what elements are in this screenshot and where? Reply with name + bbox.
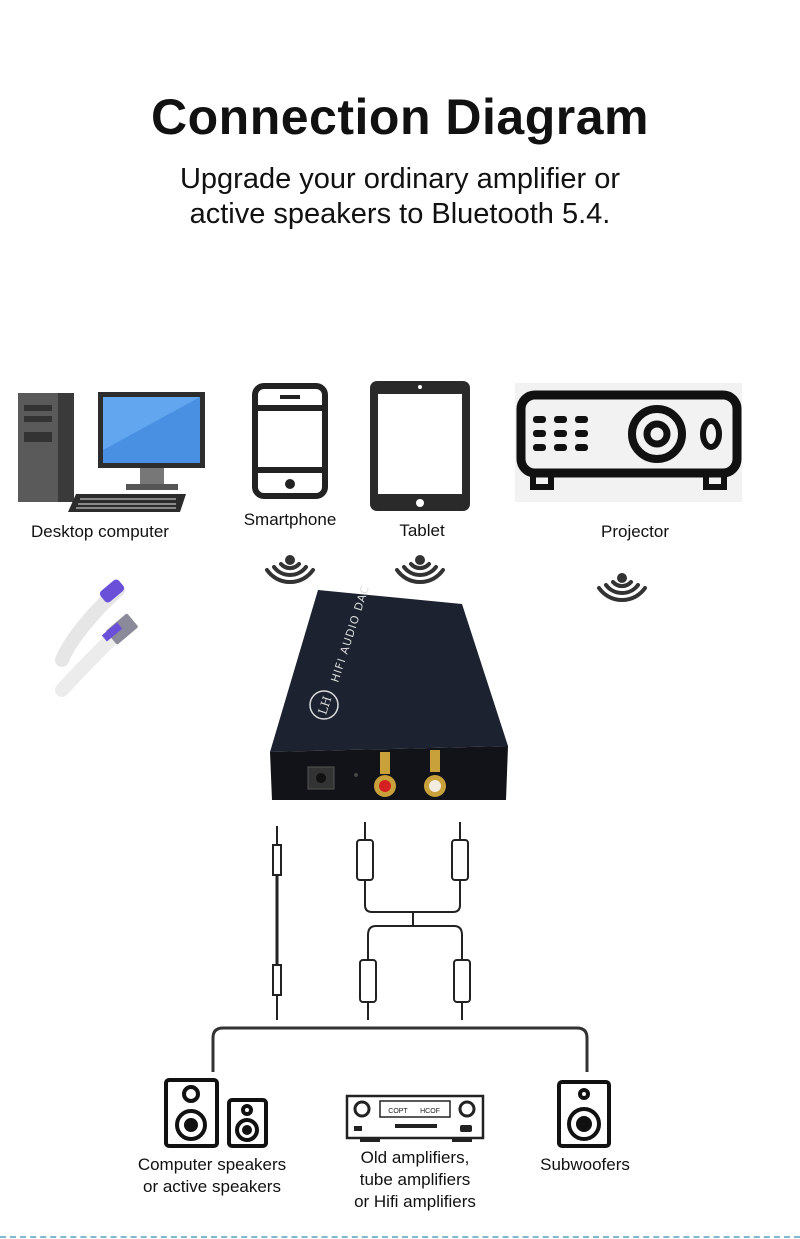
page-title: Connection Diagram (151, 89, 649, 145)
projector-icon (515, 383, 742, 502)
label-subwoofers: Subwoofers (540, 1155, 630, 1174)
label-amplifiers: Old amplifiers, tube amplifiers or Hifi … (315, 1147, 515, 1213)
subtitle-line-1: Upgrade your ordinary amplifier or (179, 163, 621, 195)
usb-cable-icon (55, 579, 138, 697)
subwoofer-icon (557, 1080, 611, 1148)
label-line: tube amplifiers (359, 1170, 471, 1189)
bottom-divider (0, 1236, 800, 1238)
aux-cable-icon (272, 826, 282, 1020)
dac-brand-logo: LH (315, 694, 334, 716)
label-tablet: Tablet (399, 521, 445, 540)
label-projector: Projector (600, 522, 670, 541)
wireless-signal-icon (597, 573, 647, 602)
label-line: Old amplifiers, (360, 1148, 470, 1167)
wireless-signal-icon (265, 555, 315, 584)
dac-device: LH HIFI AUDIO DAC (270, 584, 508, 800)
wireless-signal-icon (395, 555, 445, 584)
desktop-computer-icon (18, 392, 205, 512)
tablet-icon (370, 381, 470, 511)
amplifier-display-right: HCOF (420, 1108, 440, 1115)
label-line: Computer speakers (137, 1155, 287, 1174)
label-computer-speakers: Computer speakers or active speakers (112, 1154, 312, 1198)
label-smartphone: Smartphone (243, 510, 337, 529)
label-desktop-computer: Desktop computer (31, 522, 169, 541)
rca-cable-icon (356, 822, 471, 1020)
output-bracket (211, 1026, 589, 1072)
amplifier-display-left: COPT (388, 1108, 408, 1115)
label-line: or active speakers (143, 1177, 281, 1196)
amplifier-icon: COPT HCOF (345, 1094, 485, 1142)
subtitle-line-2: active speakers to Bluetooth 5.4. (189, 198, 611, 230)
label-line: or Hifi amplifiers (354, 1192, 476, 1211)
speaker-icon (164, 1078, 268, 1148)
smartphone-icon (252, 383, 328, 499)
